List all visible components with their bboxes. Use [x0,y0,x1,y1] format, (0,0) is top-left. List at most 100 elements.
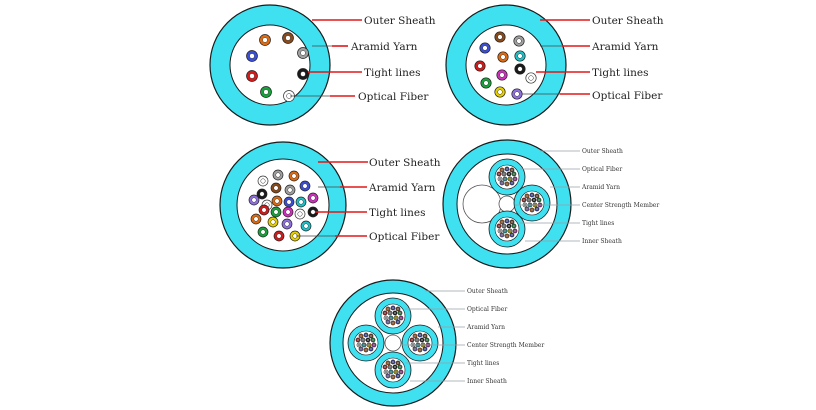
diagram-5-label-aramid-yarn: Aramid Yarn [466,324,505,331]
diagram-3-fiber [307,206,319,218]
diagram-3-fiber [283,196,295,208]
diagram-2-fiber [525,72,537,84]
diagram-5-tube-fiber [424,337,430,343]
diagram-5-tube-fiber [390,320,396,326]
diagram-2-cable: Outer Sheath Aramid Yarn Tight lines Opt… [445,4,664,126]
diagram-4-tube-fiber [521,197,527,203]
diagram-5-tube-fiber [382,310,388,316]
diagram-1-fiber [260,86,272,98]
diagram-5-tube-fiber [383,369,389,375]
diagram-3-fiber [258,204,270,216]
diagram-1-fiber [246,70,258,82]
diagram-5-tube-fiber [422,346,428,352]
diagram-3-fiber [256,188,268,200]
diagram-1-label-aramid-yarn: Aramid Yarn [350,41,418,53]
diagram-3-label-tight-lines: Tight lines [369,207,425,219]
diagram-4-tube-fiber [496,223,502,229]
diagram-4-tube-fiber [509,167,515,173]
diagram-5-label-outer-sheath: Outer Sheath [467,288,508,295]
diagram-4-center-strength-member [498,195,516,213]
diagram-2-label-tight-lines: Tight lines [592,67,648,79]
diagram-5-tube-fiber [414,337,420,343]
diagram-1-fiber [282,32,294,44]
diagram-4-tube-fiber [524,206,530,212]
diagram-5-tube-fiber [363,347,369,353]
diagram-4-tube-fiber [536,197,542,203]
diagram-3-fibers [248,169,319,242]
diagram-5-tube-fiber [356,342,362,348]
diagram-3-fiber [250,213,262,225]
diagram-3-cable: Outer Sheath Aramid Yarn Tight lines Opt… [219,141,441,269]
diagram-1-cable: Outer Sheath Aramid Yarn Tight lines Opt… [209,4,436,126]
diagram-5-tube-fiber [385,319,391,325]
diagram-4-leaders [515,150,580,242]
diagram-4-label-tight-lines: Tight lines [582,220,614,227]
diagram-4-tube-fiber [507,228,513,234]
diagram-1-fiber [259,34,271,46]
diagram-3-fiber [257,175,269,187]
diagram-4-tube-fiber [506,171,512,177]
diagram-5-tube-unit [374,351,412,389]
diagram-4-tube-fiber [499,180,505,186]
diagram-4-tube-fiber [529,192,535,198]
diagram-3-fiber [272,169,284,181]
diagram-5-center-strength-member [384,334,402,352]
diagram-3-fiber [281,218,293,230]
diagram-4-label-aramid-yarn: Aramid Yarn [581,184,620,191]
diagram-1-fiber [297,68,309,80]
diagram-4-label-optical-fiber: Optical Fiber [582,166,622,173]
diagram-3-fiber [295,196,307,208]
diagram-5-tube-fiber [422,333,428,339]
diagram-1-aramid-yarn-core [229,24,311,106]
diagram-5-tube-fiber [385,360,391,366]
diagram-3-leaders [296,161,368,237]
diagram-5-tube-fiber [355,337,361,343]
diagram-3-label-optical-fiber: Optical Fiber [369,231,440,243]
diagram-2-fiber [479,42,491,54]
diagram-4-tube-fiber [504,181,510,187]
diagram-4-tube-fiber [504,233,510,239]
diagram-4-tube-fiber [512,176,518,182]
diagram-4-tube-unit [488,158,526,196]
diagram-5-tube-fiber [395,360,401,366]
diagram-4-tube-fiber [497,176,503,182]
diagram-5-tube-fiber [390,374,396,380]
diagram-4-tube-fiber [501,223,507,229]
diagram-5-tube-fiber [385,373,391,379]
diagram-5-tube-fiber [412,333,418,339]
diagram-4-tube-fiber [496,171,502,177]
diagram-2-fiber [474,60,486,72]
diagram-5-tube-fiber [409,337,415,343]
diagram-3-fiber [271,195,283,207]
diagram-5-tube-fiber [387,310,393,316]
diagram-5-tube-fiber [366,342,372,348]
diagram-5-tube-unit [374,297,412,335]
diagram-5-label-tight-lines: Tight lines [467,360,499,367]
diagram-4-tube-fiber [501,171,507,177]
diagram-2-fiber [496,69,508,81]
diagram-4-tube-fiber [499,167,505,173]
diagram-3-fiber [270,182,282,194]
diagram-5-tube-fiber [368,333,374,339]
diagram-3-label-outer-sheath: Outer Sheath [369,157,441,169]
diagram-5-tube-fiber [395,373,401,379]
diagram-5-tube-fiber [417,332,423,338]
diagram-3-fiber [267,216,279,228]
diagram-5-tube-fiber [392,310,398,316]
diagram-5-tube-fiber [387,364,393,370]
diagram-1-label-outer-sheath: Outer Sheath [364,15,436,27]
diagram-5-tube-fiber [419,337,425,343]
diagram-5-tube-fiber [417,347,423,353]
diagram-3-fiber [307,192,319,204]
diagram-5-tube-fiber [395,306,401,312]
diagram-2-fiber [513,35,525,47]
diagram-2-fiber [514,50,526,62]
diagram-4-tube-fiber [529,207,535,213]
diagram-5-tube-unit [401,324,439,362]
diagram-4-tube-fiber [534,193,540,199]
diagram-2-fiber [497,51,509,63]
diagram-4-tube-fiber [509,219,515,225]
diagram-4-tube-fiber [511,171,517,177]
diagram-4-tube-fiber [499,219,505,225]
diagram-4-tube-fiber [509,180,515,186]
